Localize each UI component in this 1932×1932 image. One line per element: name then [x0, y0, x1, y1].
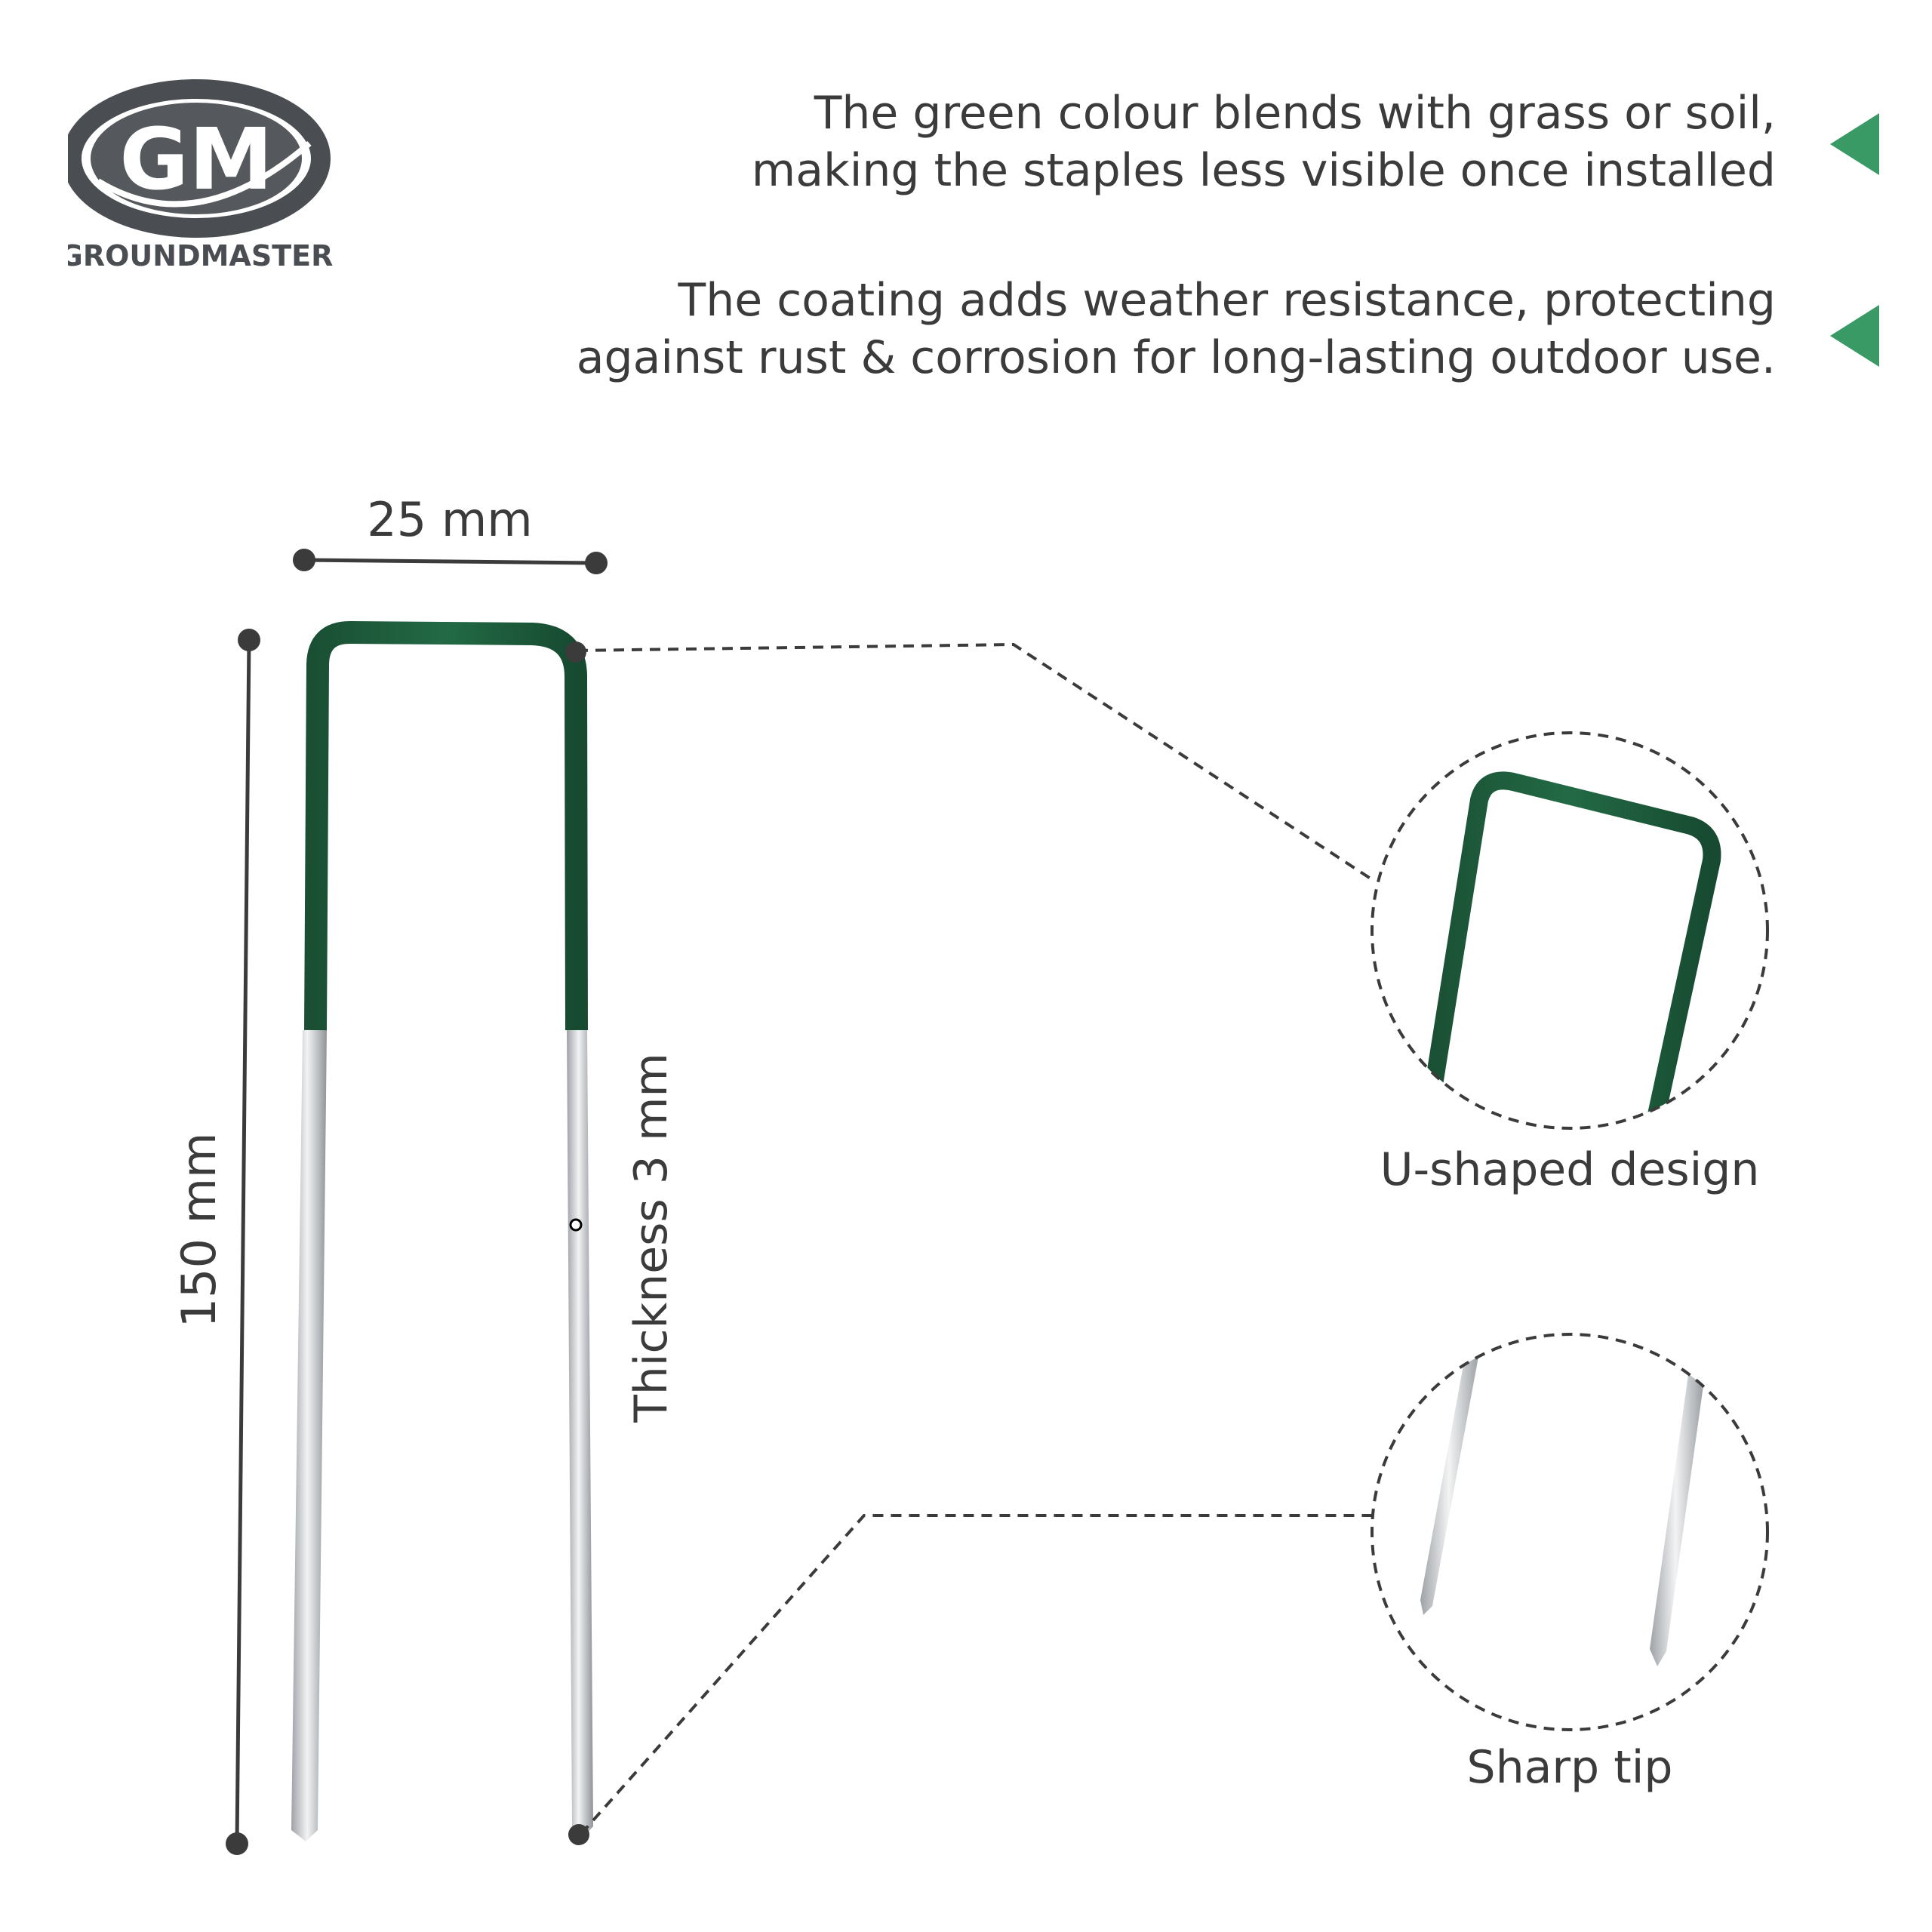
feature-line: against rust & corrosion for long-lastin…: [576, 331, 1776, 384]
logo-letters: GM: [119, 111, 272, 209]
staple-illustration: Thickness 3 mm: [291, 621, 678, 1841]
feature-text-color: The green colour blends with grass or so…: [752, 85, 1776, 199]
thickness-label: Thickness 3 mm: [625, 1053, 678, 1423]
width-label: 25 mm: [367, 492, 532, 547]
triangle-marker-icon: [1830, 305, 1879, 367]
feature-line: making the staples less visible once ins…: [751, 144, 1776, 197]
callout-leader-bottom: [580, 1514, 1374, 1835]
feature-text-coating: The coating adds weather resistance, pro…: [577, 272, 1776, 386]
length-label: 150 mm: [171, 1133, 226, 1328]
detail-sharp-tip: Sharp tip: [1371, 1333, 1769, 1794]
detail-u-shape: U-shaped design: [1371, 731, 1769, 1196]
logo-swoosh-icon: [68, 79, 331, 238]
width-dimension: 25 mm: [293, 492, 608, 574]
feature-line: The green colour blends with grass or so…: [814, 87, 1776, 140]
length-dimension: 150 mm: [171, 629, 260, 1855]
tip-caption: Sharp tip: [1467, 1741, 1673, 1794]
feature-line: The coating adds weather resistance, pro…: [678, 274, 1776, 327]
triangle-marker-icon: [1830, 113, 1879, 175]
callout-leader-top: [577, 642, 1377, 883]
brand-logo: GM GROUNDMASTER: [68, 79, 333, 272]
brand-name: GROUNDMASTER: [68, 239, 333, 272]
u-shape-caption: U-shaped design: [1380, 1143, 1760, 1196]
